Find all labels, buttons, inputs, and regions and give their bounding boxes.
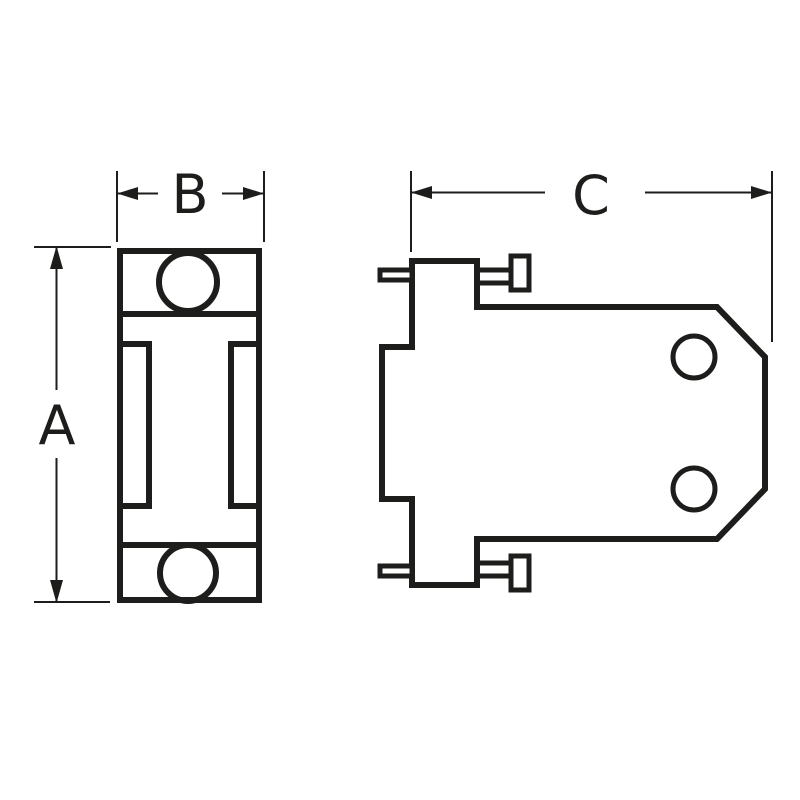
side-view-top-screw [479,253,532,293]
dimension-a-arrow-up [50,246,63,269]
dimension-b-arrow-left [117,187,138,200]
dimension-c-label: C [572,164,610,227]
side-view-top-hole [670,333,718,381]
side-view-bottom-hole [670,465,718,513]
bottom-screw-head [508,553,532,593]
dimension-b: B [116,163,265,242]
dimension-c: C [410,164,773,342]
dimension-a-arrow-down [50,580,63,603]
side-view-bottom-left-tab [377,563,415,579]
front-view [117,248,262,604]
dimension-a: A [34,246,111,603]
dimension-c-arrow-left [411,186,432,199]
dimension-a-label: A [39,394,76,457]
top-screw-head [508,253,532,293]
front-view-bottom-hole [157,542,219,604]
dimension-b-label: B [171,163,208,226]
dimension-b-arrow-right [243,187,264,200]
side-view-bottom-screw [479,553,532,593]
side-view-body-outline [379,258,768,588]
dimension-c-arrow-right [751,186,772,199]
side-view-top-left-tab [377,267,415,283]
front-view-left-rail [120,341,152,509]
side-view [377,253,768,593]
front-view-top-hole [156,250,220,314]
front-view-right-rail [228,341,259,509]
